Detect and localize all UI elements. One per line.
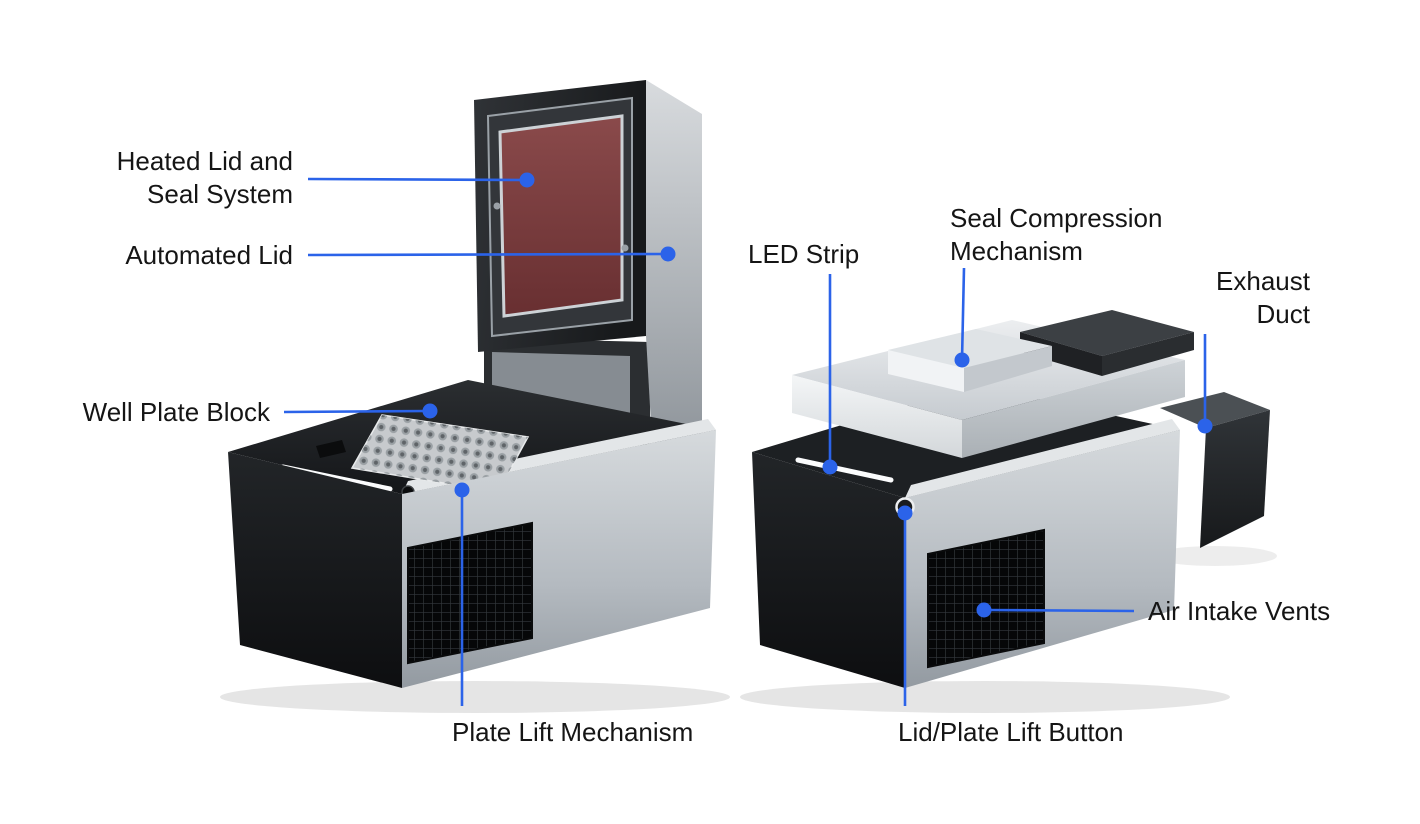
label-heated-lid-and-seal-system: Heated Lid and Seal System xyxy=(117,145,293,211)
seal-compression-side xyxy=(964,346,1052,392)
callout-line-well-plate xyxy=(283,409,431,414)
callout-dot-plate-lift xyxy=(454,482,470,498)
label-line: Well Plate Block xyxy=(82,397,270,427)
base-front-left-face xyxy=(228,452,402,688)
exhaust-duct-top xyxy=(1160,392,1270,428)
callout-dots xyxy=(422,172,1213,618)
label-plate-lift-mechanism: Plate Lift Mechanism xyxy=(452,716,693,749)
callout-dot-led-strip xyxy=(822,459,838,475)
base-front-left-face xyxy=(752,452,905,688)
base-top-rim xyxy=(905,419,1180,498)
closed-thermocycler xyxy=(752,310,1270,688)
callout-line-seal-compression xyxy=(960,267,966,361)
shadow-left-device xyxy=(220,681,730,713)
automated-lid-side xyxy=(646,80,702,446)
label-well-plate-block: Well Plate Block xyxy=(83,396,270,429)
label-exhaust-duct: Exhaust Duct xyxy=(1216,265,1310,331)
seal-compression-front xyxy=(888,350,964,392)
callout-dot-well-plate xyxy=(422,403,438,419)
heated-seal-pad xyxy=(498,114,624,318)
air-intake-vent-grid xyxy=(407,521,533,665)
shadow-right-device xyxy=(740,681,1230,713)
callout-dot-lid-plate-button xyxy=(897,505,913,521)
callout-line-heated-lid xyxy=(307,177,528,182)
label-line: Seal System xyxy=(147,179,293,209)
label-line: Duct xyxy=(1256,299,1310,329)
lid-dark-module-side xyxy=(1102,332,1194,376)
label-automated-lid: Automated Lid xyxy=(125,239,293,272)
label-line: Exhaust xyxy=(1216,266,1310,296)
label-line: Heated Lid and xyxy=(116,146,293,176)
label-seal-compression-mechanism: Seal Compression Mechanism xyxy=(950,202,1162,268)
closed-lid-front-left xyxy=(792,375,962,458)
label-led-strip: LED Strip xyxy=(748,238,859,271)
well-plate-wells xyxy=(352,415,528,492)
callout-line-air-intake xyxy=(983,608,1135,613)
label-line: Mechanism xyxy=(950,236,1083,266)
led-strip xyxy=(795,457,894,483)
closed-lid-front-right xyxy=(962,360,1185,458)
deck-slot xyxy=(316,440,346,458)
callout-dot-air-intake xyxy=(976,602,992,618)
seal-compression-top xyxy=(888,329,1052,368)
label-line: Air Intake Vents xyxy=(1148,596,1331,626)
callout-line-automated-lid xyxy=(307,252,669,257)
callout-lines xyxy=(283,177,1207,706)
bezel-screw-icon xyxy=(621,244,629,252)
label-line: Seal Compression xyxy=(950,203,1163,233)
lid-dark-module-front xyxy=(1020,332,1102,376)
label-line: Lid/Plate Lift Button xyxy=(898,717,1124,747)
label-air-intake-vents: Air Intake Vents xyxy=(1148,595,1330,628)
shadow-exhaust-duct xyxy=(1153,546,1277,566)
label-line: LED Strip xyxy=(748,239,860,269)
callout-dot-heated-lid xyxy=(519,172,535,188)
callout-dot-exhaust-duct xyxy=(1197,418,1213,434)
label-line: Plate Lift Mechanism xyxy=(452,717,694,747)
bezel-screw-icon xyxy=(493,202,501,210)
callout-dot-automated-lid xyxy=(660,246,676,262)
label-line: Automated Lid xyxy=(125,240,293,270)
lid-dark-module-top xyxy=(1020,310,1194,356)
air-intake-vent-grid xyxy=(927,528,1045,669)
open-thermocycler xyxy=(228,80,716,688)
label-lid-plate-lift-button: Lid/Plate Lift Button xyxy=(898,716,1123,749)
exhaust-duct-body xyxy=(1200,410,1270,548)
callout-dot-seal-compression xyxy=(954,352,970,368)
